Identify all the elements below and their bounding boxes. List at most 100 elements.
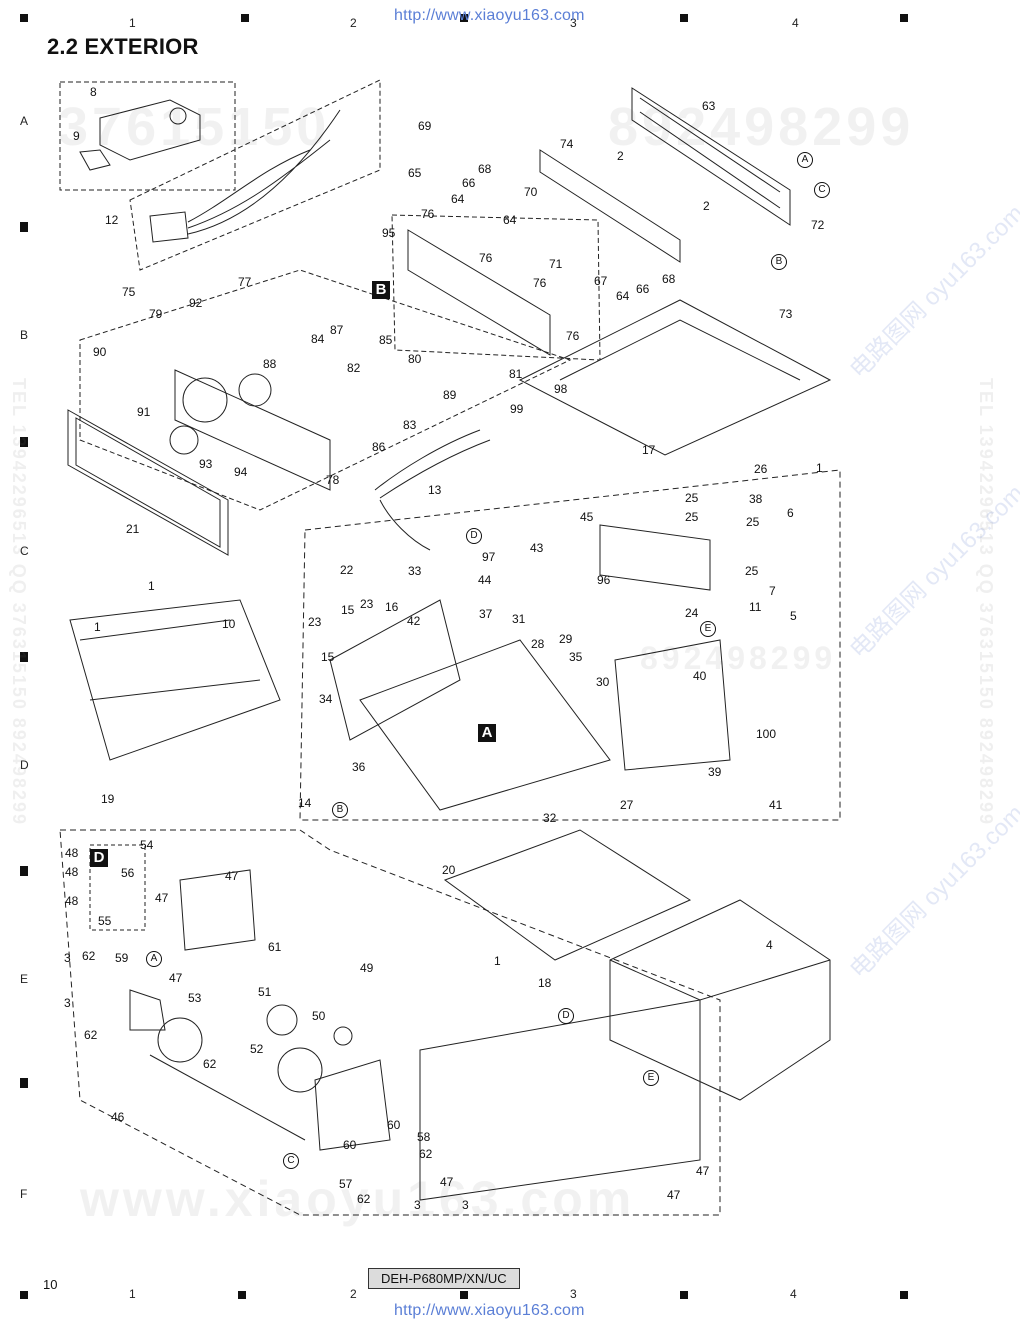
watermark-side: TEL 13942296513 QQ 376315150 892498299 <box>9 378 29 826</box>
part-callout: 97 <box>482 550 496 564</box>
register-mark <box>680 14 688 22</box>
register-mark <box>460 1291 468 1299</box>
part-callout: 56 <box>121 866 135 880</box>
part-callout: 42 <box>407 614 421 628</box>
part-callout: 73 <box>779 307 793 321</box>
part-callout: 34 <box>319 692 333 706</box>
part-callout: 85 <box>379 333 393 347</box>
part-callout: 53 <box>188 991 202 1005</box>
page-number: 10 <box>43 1277 58 1292</box>
column-number: 2 <box>350 1287 357 1301</box>
column-number: 3 <box>570 16 577 30</box>
part-callout: 14 <box>298 796 312 810</box>
part-callout: 67 <box>594 274 608 288</box>
part-callout: 52 <box>250 1042 264 1056</box>
part-callout: 3 <box>414 1198 421 1212</box>
register-mark <box>238 1291 246 1299</box>
row-letter: D <box>20 758 29 772</box>
register-mark <box>20 652 28 662</box>
part-callout: 50 <box>312 1009 326 1023</box>
part-callout: 3 <box>462 1198 469 1212</box>
part-callout: 76 <box>421 207 435 221</box>
part-callout: 92 <box>189 296 203 310</box>
part-callout: 19 <box>101 792 115 806</box>
row-letter: B <box>20 328 29 342</box>
part-callout: 75 <box>122 285 136 299</box>
part-callout: 69 <box>418 119 432 133</box>
part-callout: 58 <box>417 1130 431 1144</box>
part-callout: 3 <box>64 996 71 1010</box>
part-callout: 5 <box>790 609 797 623</box>
part-callout: 32 <box>543 811 557 825</box>
part-callout: 24 <box>685 606 699 620</box>
register-mark <box>900 1291 908 1299</box>
part-callout: 74 <box>560 137 574 151</box>
part-callout: 46 <box>111 1110 125 1124</box>
part-callout: 20 <box>442 863 456 877</box>
part-callout: 60 <box>343 1138 357 1152</box>
register-mark <box>680 1291 688 1299</box>
part-callout: 77 <box>238 275 252 289</box>
part-callout: 47 <box>667 1188 681 1202</box>
part-callout: 47 <box>169 971 183 985</box>
part-callout: 54 <box>140 838 154 852</box>
part-callout: 25 <box>685 510 699 524</box>
ref-circle: C <box>814 182 830 198</box>
part-callout: 31 <box>512 612 526 626</box>
part-callout: 76 <box>479 251 493 265</box>
part-callout: 79 <box>149 307 163 321</box>
part-callout: 45 <box>580 510 594 524</box>
part-callout: 57 <box>339 1177 353 1191</box>
part-callout: 96 <box>597 573 611 587</box>
part-callout: 47 <box>155 891 169 905</box>
part-callout: 1 <box>494 954 501 968</box>
part-callout: 64 <box>616 289 630 303</box>
box-label: B <box>372 281 390 299</box>
part-callout: 41 <box>769 798 783 812</box>
register-mark <box>20 222 28 232</box>
part-callout: 78 <box>326 473 340 487</box>
part-callout: 90 <box>93 345 107 359</box>
part-callout: 23 <box>360 597 374 611</box>
part-callout: 7 <box>769 584 776 598</box>
part-callout: 65 <box>408 166 422 180</box>
part-callout: 39 <box>708 765 722 779</box>
part-callout: 15 <box>321 650 335 664</box>
part-callout: 21 <box>126 522 140 536</box>
part-callout: 30 <box>596 675 610 689</box>
part-callout: 66 <box>636 282 650 296</box>
part-callout: 38 <box>749 492 763 506</box>
part-callout: 62 <box>84 1028 98 1042</box>
register-mark <box>20 866 28 876</box>
model-name: DEH-P680MP/XN/UC <box>368 1268 520 1289</box>
part-callout: 2 <box>703 199 710 213</box>
part-callout: 51 <box>258 985 272 999</box>
part-callout: 94 <box>234 465 248 479</box>
part-callout: 17 <box>642 443 656 457</box>
part-callout: 9 <box>73 129 80 143</box>
row-letter: F <box>20 1187 28 1201</box>
part-callout: 81 <box>509 367 523 381</box>
part-callout: 25 <box>685 491 699 505</box>
ref-circle: A <box>146 951 162 967</box>
column-number: 1 <box>129 1287 136 1301</box>
part-callout: 12 <box>105 213 119 227</box>
part-callout: 28 <box>531 637 545 651</box>
watermark-bottom: www.xiaoyu163.com <box>80 1171 636 1227</box>
box-label: A <box>478 724 496 742</box>
part-callout: 64 <box>451 192 465 206</box>
part-callout: 93 <box>199 457 213 471</box>
part-callout: 6 <box>787 506 794 520</box>
ref-circle: D <box>466 528 482 544</box>
section-title: 2.2 EXTERIOR <box>47 34 199 59</box>
part-callout: 1 <box>94 620 101 634</box>
part-callout: 47 <box>440 1175 454 1189</box>
part-callout: 64 <box>503 213 517 227</box>
part-callout: 25 <box>745 564 759 578</box>
part-callout: 86 <box>372 440 386 454</box>
part-callout: 59 <box>115 951 129 965</box>
part-callout: 95 <box>382 226 396 240</box>
part-callout: 99 <box>510 402 524 416</box>
part-callout: 1 <box>148 579 155 593</box>
register-mark <box>20 1291 28 1299</box>
